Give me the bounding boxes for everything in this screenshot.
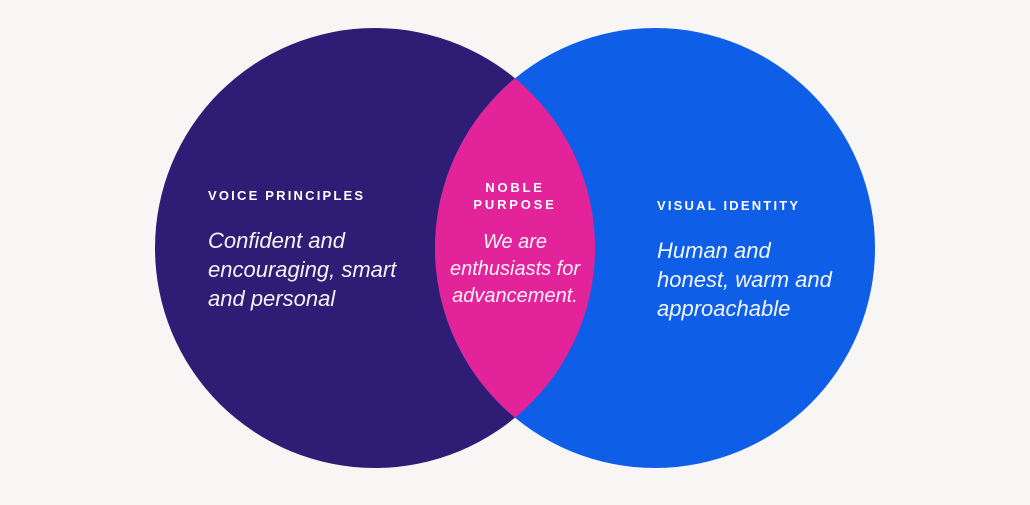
noble-purpose-block: NOBLE PURPOSE We are enthusiasts for adv… xyxy=(420,179,610,310)
noble-purpose-description: We are enthusiasts for advancement. xyxy=(449,231,581,307)
voice-principles-label: VOICE PRINCIPLES xyxy=(208,188,366,203)
overlap-lens xyxy=(434,78,596,418)
visual-identity-description: Human and honest, warm and approachable xyxy=(657,238,832,321)
voice-principles-description: Confident and encouraging, smart and per… xyxy=(208,228,397,311)
voice-principles-block: VOICE PRINCIPLES Confident and encouragi… xyxy=(208,187,433,313)
noble-purpose-label: NOBLE PURPOSE xyxy=(473,180,557,212)
visual-identity-block: VISUAL IDENTITY Human and honest, warm a… xyxy=(657,197,892,323)
visual-identity-label: VISUAL IDENTITY xyxy=(657,198,801,213)
